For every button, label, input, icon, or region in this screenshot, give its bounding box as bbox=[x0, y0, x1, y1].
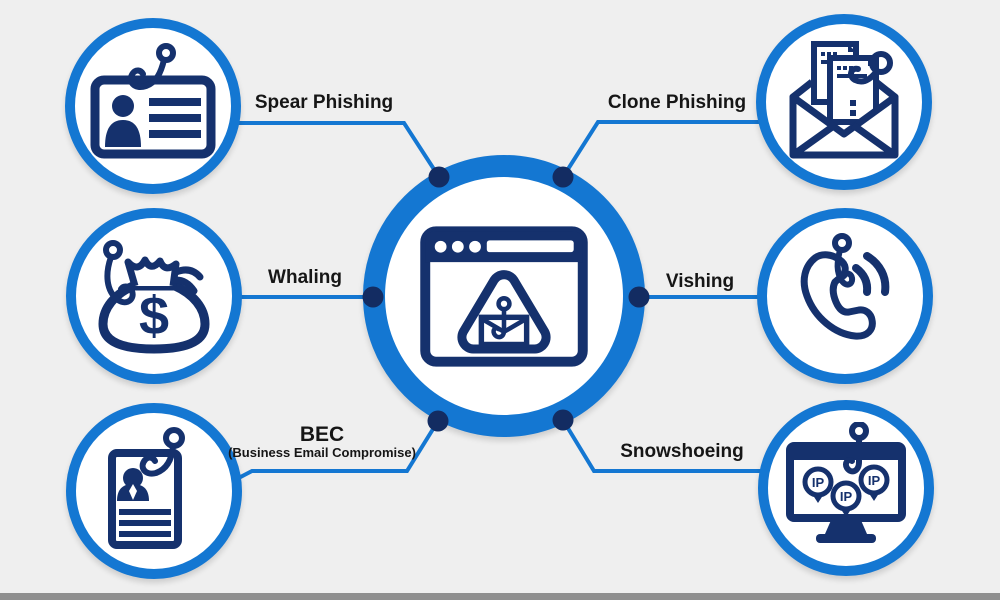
label-bec-sub: (Business Email Compromise) bbox=[228, 445, 416, 461]
node-bec bbox=[66, 403, 242, 579]
label-snowshoeing: Snowshoeing bbox=[620, 441, 744, 462]
connector-spear-phishing bbox=[232, 121, 441, 179]
svg-text:IP: IP bbox=[812, 475, 825, 490]
svg-text:$: $ bbox=[139, 286, 169, 346]
envelope-documents-hook-icon bbox=[789, 41, 899, 159]
id-card-hook-icon bbox=[90, 43, 216, 159]
bottom-bar bbox=[0, 593, 1000, 600]
node-spear-phishing bbox=[65, 18, 241, 194]
node-whaling: $ bbox=[66, 208, 242, 384]
node-vishing bbox=[757, 208, 933, 384]
phone-hook-icon bbox=[800, 233, 890, 340]
connector-clone-phishing bbox=[561, 120, 763, 179]
money-bag-hook-icon: $ bbox=[98, 240, 210, 354]
label-vishing: Vishing bbox=[665, 271, 735, 292]
svg-text:IP: IP bbox=[840, 489, 853, 504]
label-bec: BEC (Business Email Compromise) bbox=[228, 423, 416, 461]
label-bec-main: BEC bbox=[299, 423, 345, 446]
browser-phishing-alert-icon bbox=[420, 225, 588, 367]
svg-text:IP: IP bbox=[868, 473, 881, 488]
resume-hook-icon bbox=[108, 427, 185, 549]
label-whaling: Whaling bbox=[268, 267, 342, 288]
label-clone-phishing: Clone Phishing bbox=[607, 92, 747, 113]
node-snowshoeing: IP IP IP bbox=[758, 400, 934, 576]
monitor-ip-pins-hook-icon: IP IP IP bbox=[786, 422, 906, 543]
node-clone-phishing bbox=[756, 14, 932, 190]
center-hub bbox=[363, 155, 645, 437]
label-spear-phishing: Spear Phishing bbox=[254, 92, 394, 113]
